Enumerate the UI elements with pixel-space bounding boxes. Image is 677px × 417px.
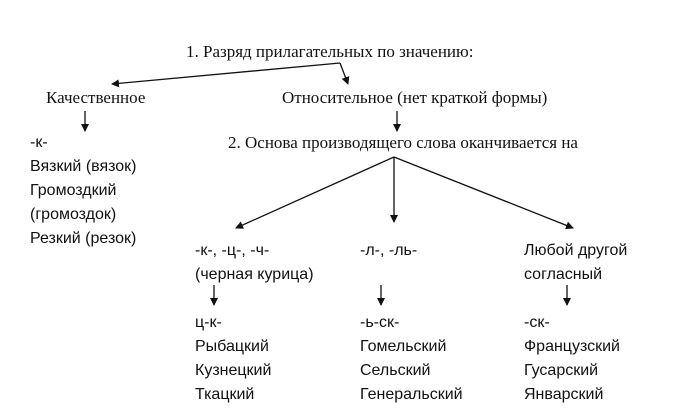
kcch-example: Ткацкий bbox=[195, 386, 255, 403]
qualitative-suffix: -к- bbox=[30, 134, 48, 151]
qualitative-block: -к- Вязкий (вязок) Громоздкий (громоздок… bbox=[30, 131, 137, 251]
l-example: Гомельский bbox=[360, 338, 447, 355]
other-example: Французский bbox=[524, 338, 620, 355]
arrow-title-to-relative bbox=[339, 62, 350, 85]
qualitative-example: (громоздок) bbox=[30, 206, 117, 223]
step2-label: 2. Основа производящего слова оканчивает… bbox=[228, 133, 578, 152]
qualitative-example: Вязкий (вязок) bbox=[30, 158, 137, 175]
kcch-condition-line: (черная курица) bbox=[195, 266, 314, 283]
arrow-step2-to-kcch bbox=[235, 156, 395, 229]
l-result: -ь-ск- Гомельский Сельский Генеральский bbox=[360, 311, 463, 407]
qualitative-label: Качественное bbox=[46, 88, 146, 107]
kcch-result: ц-к- Рыбацкий Кузнецкий Ткацкий bbox=[195, 311, 271, 407]
kcch-example: Кузнецкий bbox=[195, 362, 272, 379]
qualitative-example: Громоздкий bbox=[30, 182, 117, 199]
other-condition-line: Любой другой bbox=[524, 242, 628, 259]
arrow-title-to-qualitative bbox=[111, 62, 341, 88]
other-condition: Любой другой согласный bbox=[524, 239, 627, 287]
l-condition-line: -л-, -ль- bbox=[360, 242, 418, 259]
kcch-condition: -к-, -ц-, -ч- (черная курица) bbox=[195, 239, 314, 287]
qualitative-example: Резкий (резок) bbox=[30, 230, 137, 247]
other-condition-line: согласный bbox=[524, 266, 603, 283]
other-suffix: -ск- bbox=[524, 314, 550, 331]
relative-label: Относительное (нет краткой формы) bbox=[282, 88, 548, 107]
l-suffix: -ь-ск- bbox=[360, 314, 400, 331]
kcch-suffix: ц-к- bbox=[195, 314, 222, 331]
l-example: Сельский bbox=[360, 362, 431, 379]
other-example: Январский bbox=[524, 386, 604, 403]
arrow-step2-to-other bbox=[393, 156, 574, 230]
l-example: Генеральский bbox=[360, 386, 463, 403]
l-condition: -л-, -ль- bbox=[360, 239, 417, 263]
other-result: -ск- Французский Гусарский Январский bbox=[524, 311, 620, 407]
diagram-title: 1. Разряд прилагательных по значению: bbox=[186, 42, 474, 61]
kcch-condition-line: -к-, -ц-, -ч- bbox=[195, 242, 270, 259]
kcch-example: Рыбацкий bbox=[195, 338, 269, 355]
other-example: Гусарский bbox=[524, 362, 599, 379]
